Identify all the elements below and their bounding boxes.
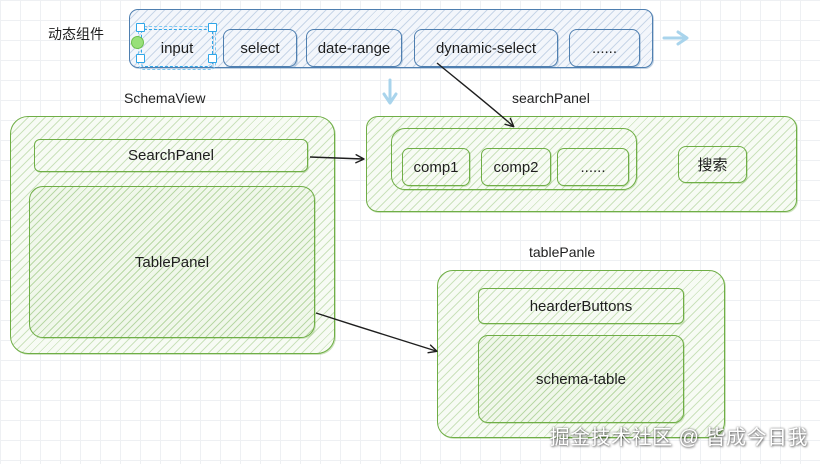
dynamic-components-panel[interactable]: input select date-range dynamic-select .…: [129, 9, 653, 70]
schema-table-panel-label: TablePanel: [134, 253, 210, 271]
component-chip-label: date-range: [317, 39, 391, 57]
component-chip-date-range[interactable]: date-range: [306, 29, 402, 67]
search-component-comp2[interactable]: comp2: [481, 148, 551, 186]
search-component-label: comp1: [413, 158, 459, 176]
schema-table-panel[interactable]: TablePanel: [29, 186, 315, 338]
search-component-label: comp2: [493, 158, 539, 176]
search-button-label: 搜索: [697, 157, 728, 174]
schema-table[interactable]: schema-table: [478, 335, 684, 423]
search-button[interactable]: 搜索: [678, 146, 747, 183]
resize-handle-icon[interactable]: [136, 23, 145, 32]
header-buttons-label: hearderButtons: [529, 297, 633, 315]
schema-view-panel[interactable]: SearchPanel TablePanel: [10, 116, 335, 354]
schema-search-panel[interactable]: SearchPanel: [34, 139, 308, 172]
component-chip-select[interactable]: select: [223, 29, 297, 67]
arrow-down-icon: [382, 78, 398, 105]
component-chip-dynamic-select[interactable]: dynamic-select: [414, 29, 558, 67]
dynamic-components-title: 动态组件: [48, 26, 104, 42]
table-panel-title: tablePanle: [529, 244, 596, 260]
arrow-right-icon: [662, 30, 689, 46]
resize-handle-icon[interactable]: [208, 54, 217, 63]
resize-handle-icon[interactable]: [136, 54, 145, 63]
component-chip-label: select: [240, 39, 280, 57]
watermark-text: 掘金技术社区 @ 皆成今日我: [549, 427, 808, 449]
schema-table-label: schema-table: [535, 370, 627, 388]
resize-handle-icon[interactable]: [208, 23, 217, 32]
search-component-label: ......: [580, 158, 606, 176]
schema-search-panel-label: SearchPanel: [128, 147, 214, 164]
header-buttons[interactable]: hearderButtons: [478, 288, 684, 324]
schema-view-title: SchemaView: [124, 90, 206, 106]
component-chip-label: ......: [591, 39, 617, 57]
component-chip-label: input: [160, 39, 194, 57]
component-chip-input[interactable]: input: [138, 26, 216, 70]
search-component-more[interactable]: ......: [557, 148, 629, 186]
search-panel[interactable]: comp1 comp2 ...... 搜索: [366, 116, 797, 212]
table-panel[interactable]: hearderButtons schema-table: [437, 270, 725, 438]
search-panel-title: searchPanel: [512, 90, 590, 106]
search-components-group[interactable]: comp1 comp2 ......: [391, 128, 637, 190]
component-chip-label: dynamic-select: [435, 39, 537, 57]
component-chip-more[interactable]: ......: [569, 29, 640, 67]
rotate-handle-icon[interactable]: [131, 36, 144, 49]
search-component-comp1[interactable]: comp1: [402, 148, 470, 186]
